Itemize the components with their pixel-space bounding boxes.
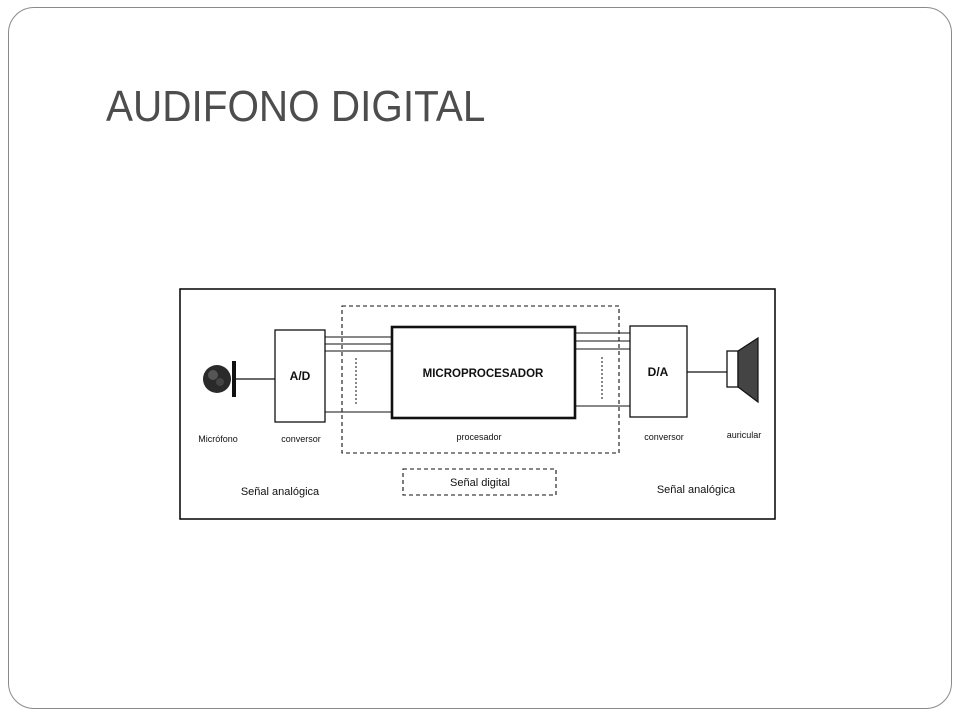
processor-dashed-region: [341, 305, 620, 454]
processor-caption: procesador: [456, 432, 501, 442]
da-converter-block: [629, 325, 688, 418]
analog-signal-left: Señal analógica: [241, 486, 320, 498]
microphone-icon: [203, 361, 236, 397]
da-converter-caption: conversor: [644, 432, 684, 442]
earphone-icon: [726, 336, 759, 404]
ad-converter-block: [274, 329, 326, 423]
digital-signal-box: [402, 468, 557, 496]
da-block-label: D/A: [648, 365, 669, 379]
da-bus-lines: [575, 332, 630, 407]
digital-signal-label: Señal digital: [450, 477, 510, 489]
ad-converter-caption: conversor: [281, 434, 321, 444]
analog-signal-right: Señal analógica: [657, 484, 736, 496]
ad-bus-lines: [325, 336, 392, 413]
slide-title: AUDIFONO DIGITAL: [106, 82, 486, 131]
microprocessor-label: MICROPROCESADOR: [423, 368, 544, 380]
ad-block-label: A/D: [290, 369, 311, 383]
microphone-label: Micrófono: [198, 434, 238, 444]
microprocessor-block: [390, 325, 577, 420]
earphone-label: auricular: [727, 430, 762, 440]
